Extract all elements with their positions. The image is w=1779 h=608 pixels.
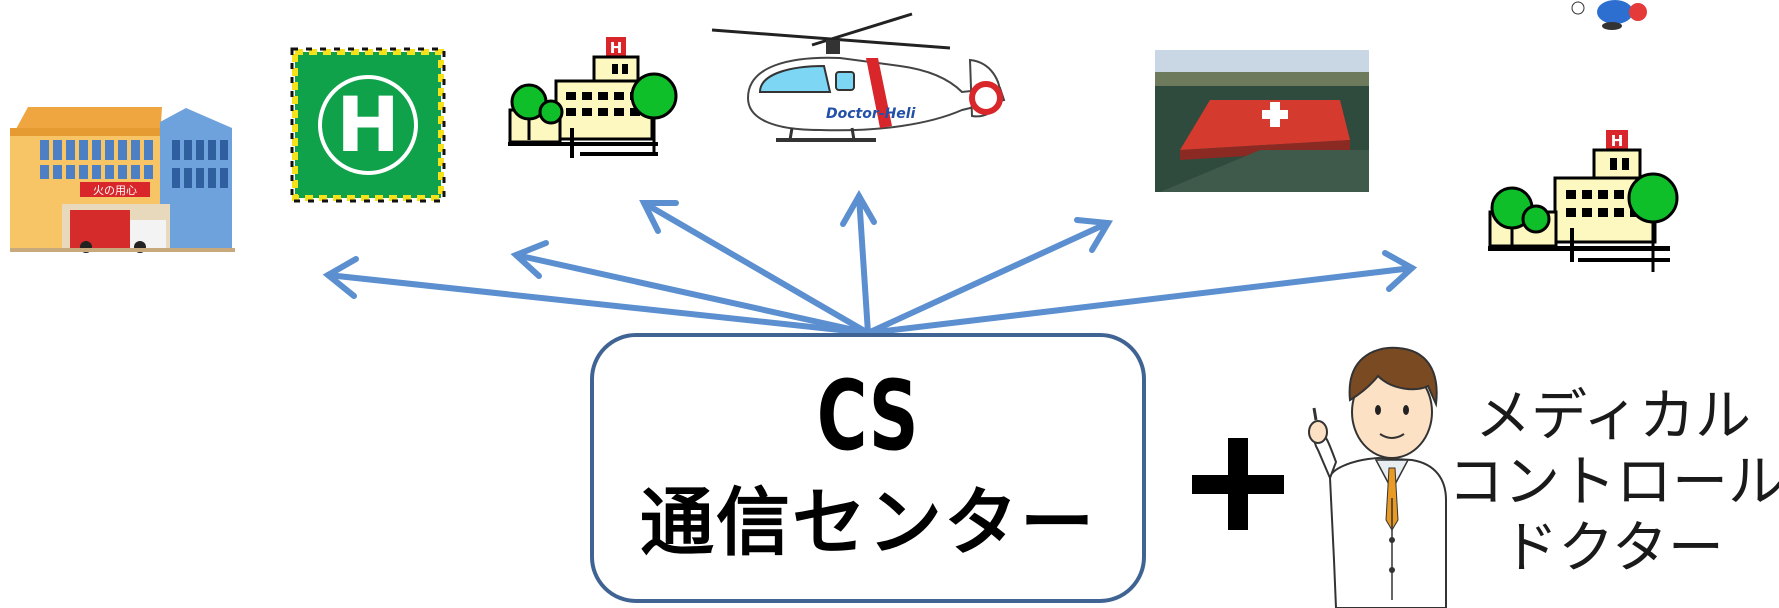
heliport-letter: H <box>336 80 400 169</box>
svg-text:H: H <box>610 39 623 57</box>
cs-title: CS <box>817 360 919 472</box>
mcd-line-2: コントロール <box>1448 450 1779 515</box>
rooftop-helipad-photo <box>1155 50 1369 192</box>
heliport-sign-icon: H <box>290 47 446 203</box>
arrow-to-hospital-2 <box>865 250 1418 336</box>
cs-communication-center-box: CS 通信センター <box>590 333 1146 603</box>
arrow-to-helipad <box>865 217 1113 336</box>
arrow-to-heliport <box>510 240 871 336</box>
doctor-illustration <box>1308 346 1447 608</box>
svg-text:H: H <box>1611 132 1624 150</box>
fire-station-sign: 火の用心 <box>93 184 137 197</box>
arrow-to-fire-station <box>322 256 871 336</box>
hospital-icon: H <box>1488 130 1679 272</box>
mascot-icon <box>1571 0 1647 30</box>
helicopter-label: Doctor-Heli <box>826 106 916 122</box>
arrow-to-helicopter <box>840 189 877 336</box>
cs-subtitle: 通信センター <box>640 480 1096 566</box>
medical-control-doctor-label: メディカル コントロール ドクター <box>1448 384 1779 582</box>
arrows <box>322 189 1418 336</box>
arrow-to-hospital-1 <box>639 200 871 336</box>
hospital-icon: H <box>508 37 678 158</box>
doctor-helicopter-icon: Doctor-Heli <box>711 12 1006 142</box>
mcd-line-1: メディカル <box>1474 384 1752 449</box>
mcd-line-3: ドクター <box>1502 516 1724 581</box>
plus-icon <box>1192 438 1284 530</box>
fire-station-icon: 火の用心 <box>10 107 235 253</box>
